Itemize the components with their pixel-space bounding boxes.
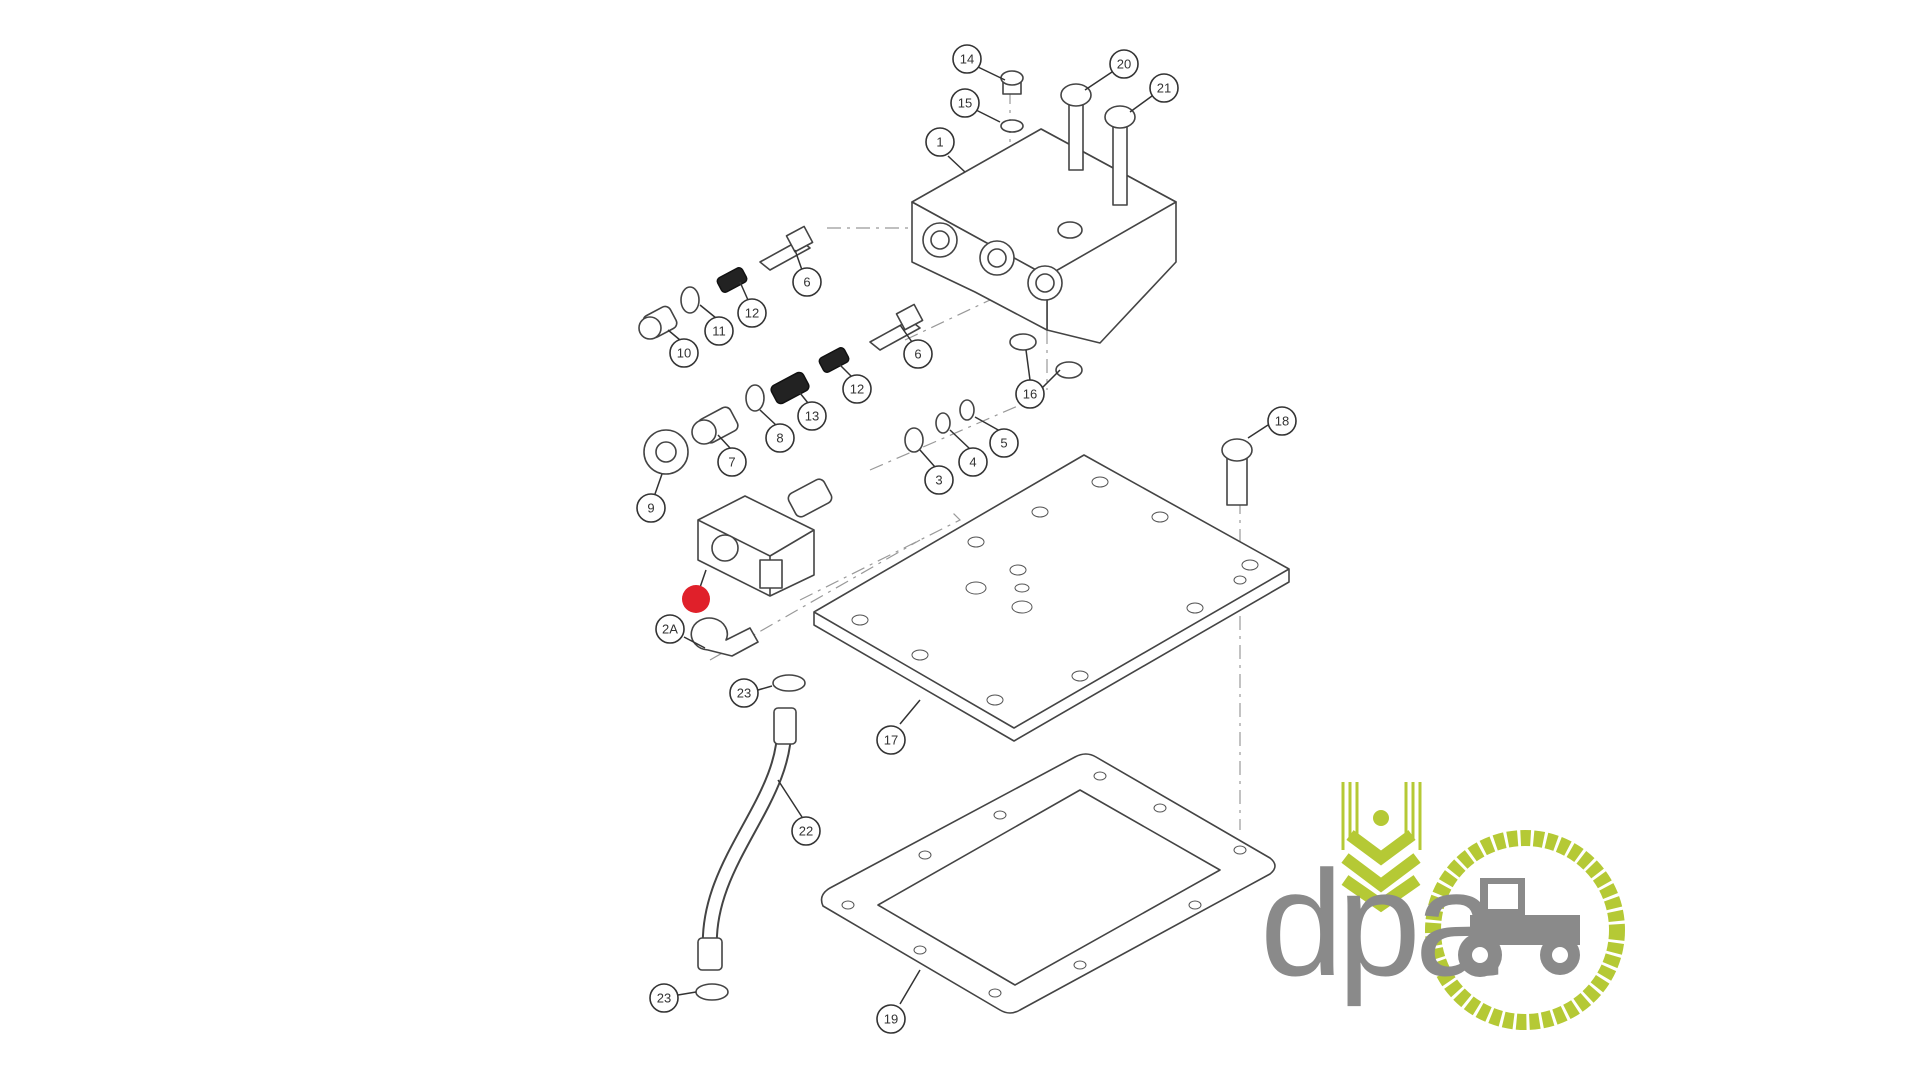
callout-1[interactable]: 1 <box>925 127 955 157</box>
callout-6b[interactable]: 6 <box>903 339 933 369</box>
callout-15[interactable]: 15 <box>950 88 980 118</box>
callout-16[interactable]: 16 <box>1015 379 1045 409</box>
callout-12[interactable]: 12 <box>737 298 767 328</box>
callout-14[interactable]: 14 <box>952 44 982 74</box>
callout-7[interactable]: 7 <box>717 447 747 477</box>
svg-text:19: 19 <box>884 1012 898 1027</box>
cartridge-parts <box>638 225 1083 475</box>
pipe <box>695 674 806 1001</box>
solenoid-valve <box>690 478 833 657</box>
callout-12b[interactable]: 12 <box>842 374 872 404</box>
cover-plate <box>813 454 1290 742</box>
callout-23b[interactable]: 23 <box>649 983 679 1013</box>
svg-text:9: 9 <box>647 501 654 516</box>
svg-text:14: 14 <box>960 52 974 67</box>
svg-text:18: 18 <box>1275 414 1289 429</box>
svg-text:11: 11 <box>712 324 726 339</box>
callout-20[interactable]: 20 <box>1109 49 1139 79</box>
callout-17[interactable]: 17 <box>876 725 906 755</box>
logo-text: dpa <box>1260 839 1499 1007</box>
callout-18[interactable]: 18 <box>1267 406 1297 436</box>
svg-text:23: 23 <box>737 686 751 701</box>
svg-text:16: 16 <box>1023 387 1037 402</box>
dpa-logo: dpa <box>1260 782 1625 1030</box>
svg-text:6: 6 <box>914 347 921 362</box>
svg-text:4: 4 <box>969 455 976 470</box>
callout-21[interactable]: 21 <box>1149 73 1179 103</box>
svg-text:12: 12 <box>850 382 864 397</box>
svg-text:22: 22 <box>799 824 813 839</box>
callout-4[interactable]: 4 <box>958 447 988 477</box>
bolts <box>1000 70 1253 506</box>
svg-text:10: 10 <box>677 346 691 361</box>
callout-3[interactable]: 3 <box>924 465 954 495</box>
svg-text:13: 13 <box>805 409 819 424</box>
svg-text:15: 15 <box>958 96 972 111</box>
svg-text:20: 20 <box>1117 57 1131 72</box>
callout-6[interactable]: 6 <box>792 267 822 297</box>
leader-lines <box>654 66 1269 1005</box>
svg-text:17: 17 <box>884 733 898 748</box>
svg-text:7: 7 <box>728 455 735 470</box>
callout-10[interactable]: 10 <box>669 338 699 368</box>
highlight-marker[interactable] <box>682 585 710 613</box>
callout-13[interactable]: 13 <box>797 401 827 431</box>
svg-text:23: 23 <box>657 991 671 1006</box>
svg-text:2A: 2A <box>662 622 678 637</box>
callout-2a[interactable]: 2A <box>655 614 685 644</box>
callout-19[interactable]: 19 <box>876 1004 906 1034</box>
svg-text:12: 12 <box>745 306 759 321</box>
valve-block <box>911 128 1177 344</box>
svg-text:6: 6 <box>803 275 810 290</box>
tractor-icon <box>1458 878 1580 977</box>
callouts: 14 20 21 15 1 6 12 11 10 6 16 12 13 8 7 … <box>636 44 1297 1034</box>
callout-11[interactable]: 11 <box>704 316 734 346</box>
callout-23[interactable]: 23 <box>729 678 759 708</box>
gasket <box>820 753 1276 1014</box>
svg-text:8: 8 <box>776 431 783 446</box>
wheat-icon <box>1341 782 1422 913</box>
svg-text:1: 1 <box>936 135 943 150</box>
callout-8[interactable]: 8 <box>765 423 795 453</box>
callout-9[interactable]: 9 <box>636 493 666 523</box>
callout-5[interactable]: 5 <box>989 428 1019 458</box>
svg-text:5: 5 <box>1000 436 1007 451</box>
svg-text:3: 3 <box>935 473 942 488</box>
svg-text:21: 21 <box>1157 81 1171 96</box>
callout-22[interactable]: 22 <box>791 816 821 846</box>
